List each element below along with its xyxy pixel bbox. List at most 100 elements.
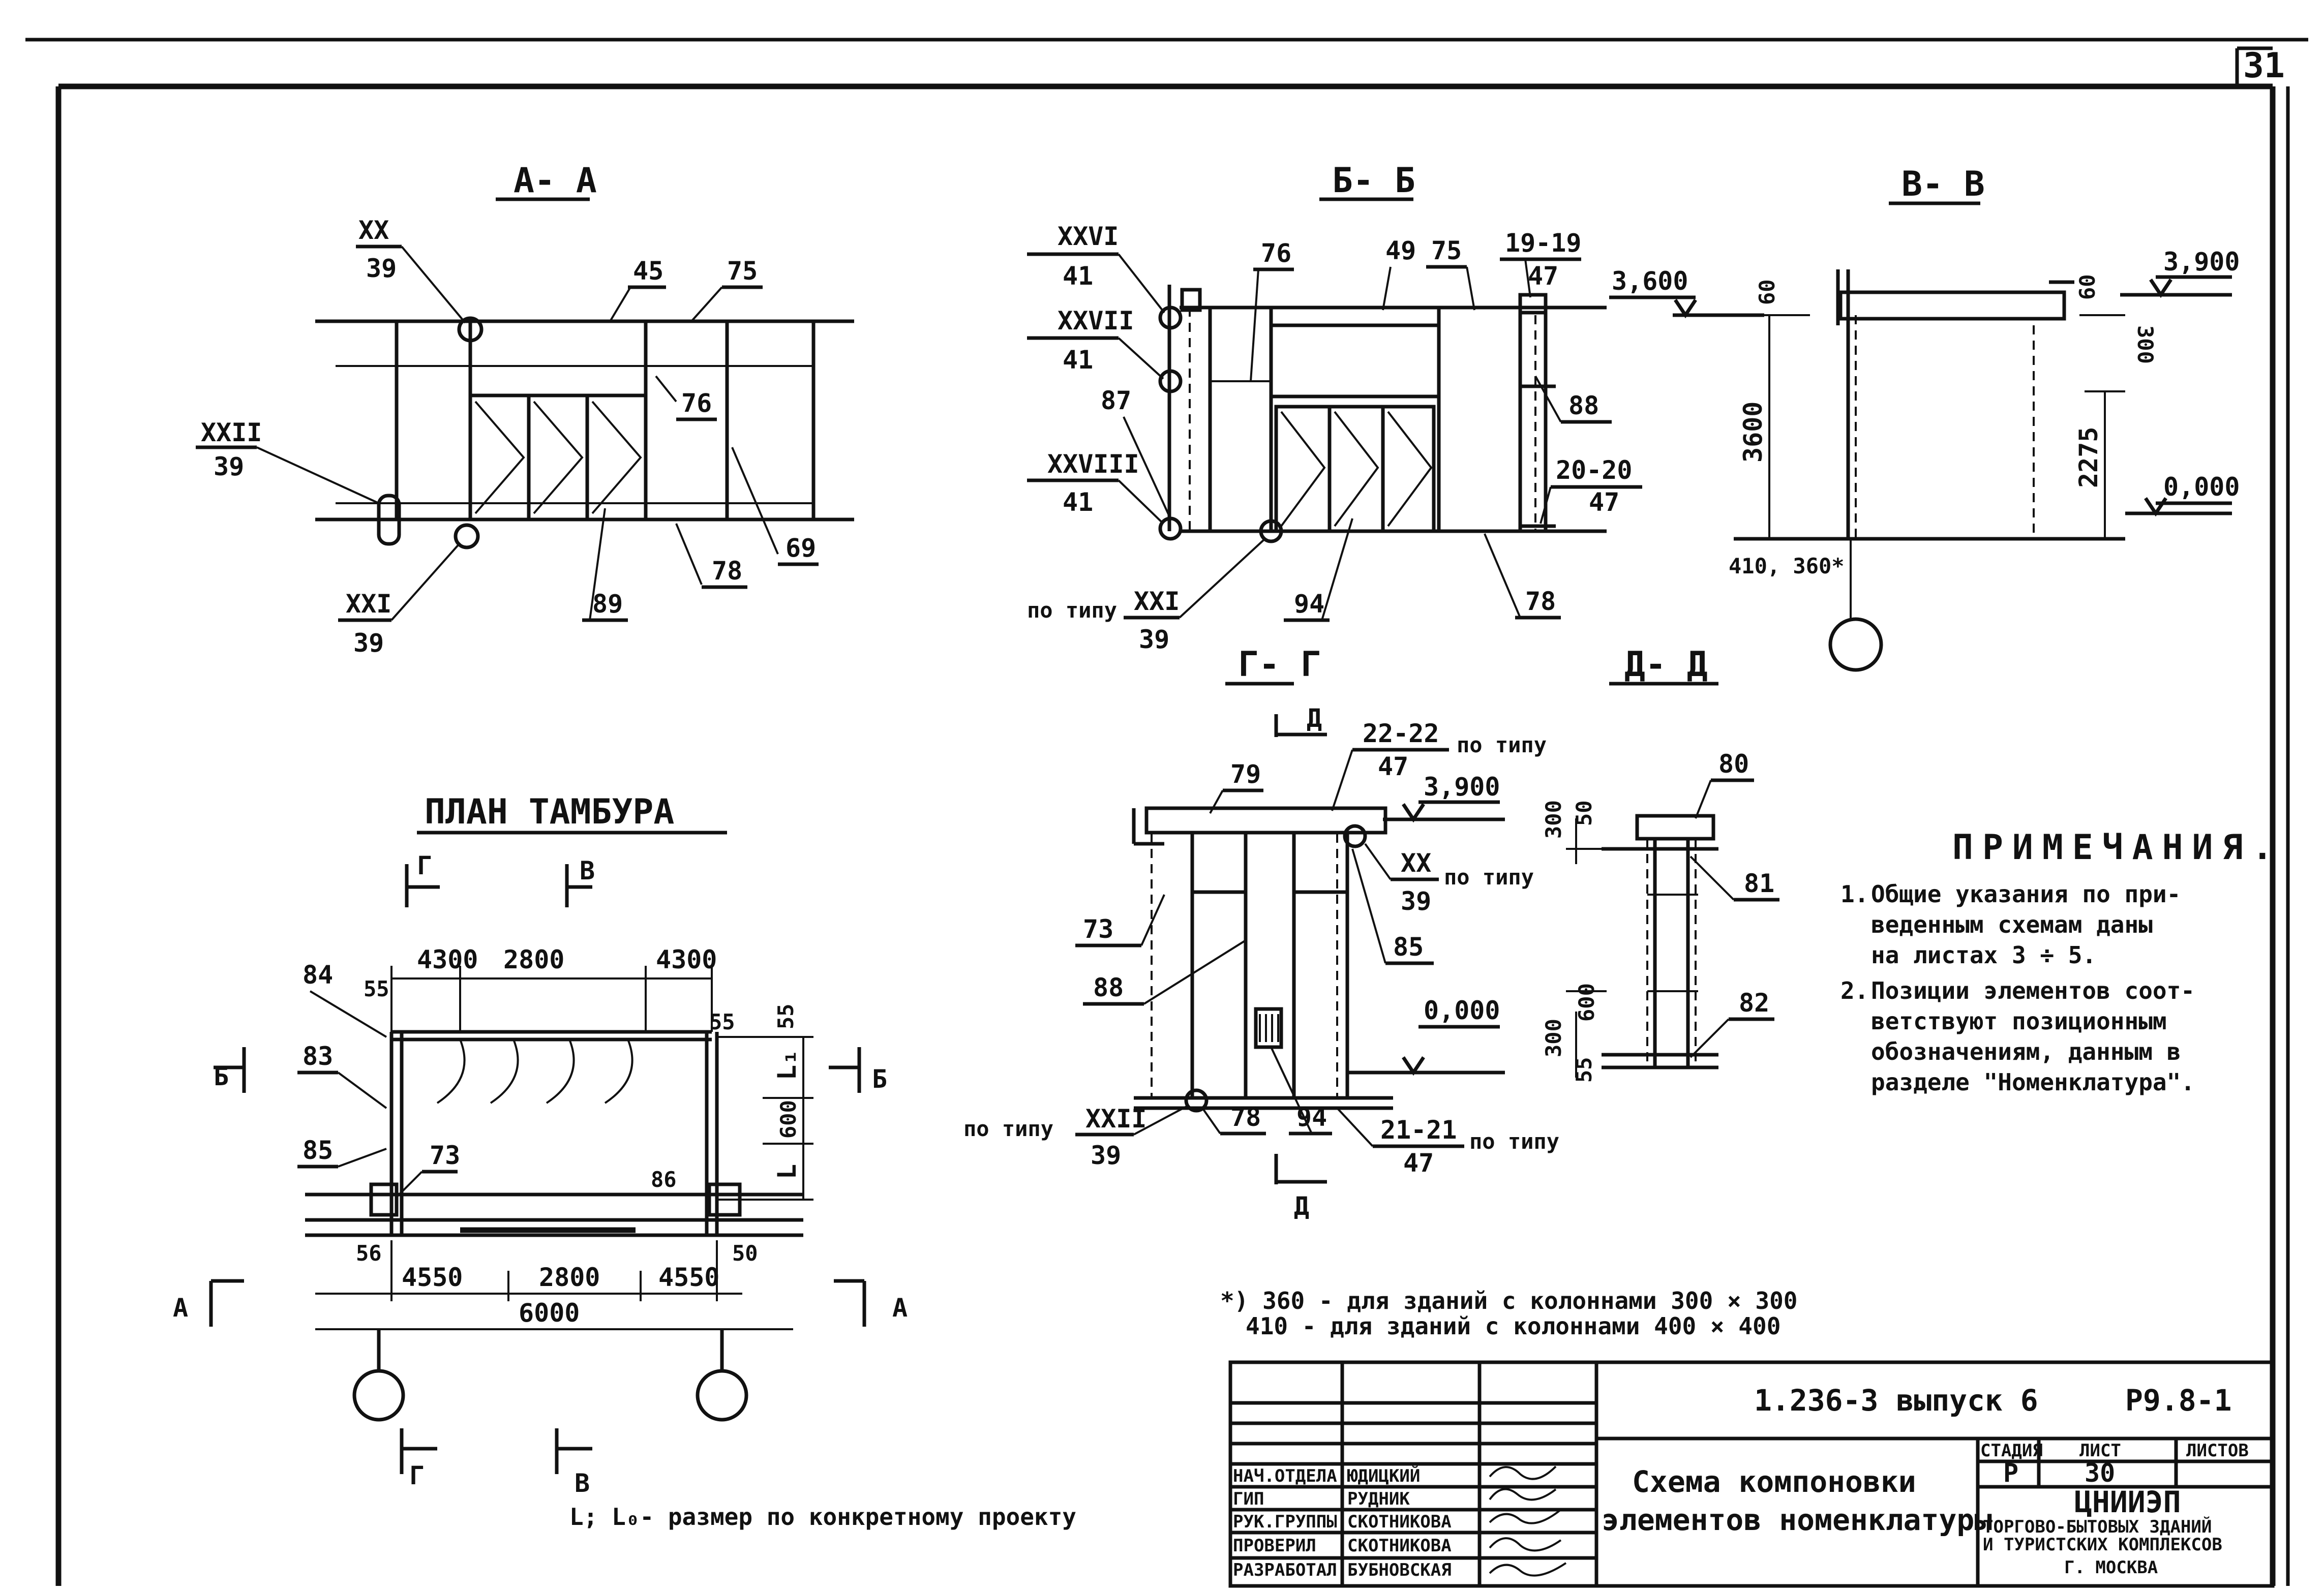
footnote-line-1: *) 360 - для зданий с колоннами 300 × 30… [1220, 1287, 1797, 1314]
stamp-stage: Р [2003, 1458, 2018, 1488]
gg-cut-top: Д [1307, 703, 1322, 733]
section-aa-title: А- А [514, 161, 597, 201]
vv-dim-60-right: 60 [2075, 274, 2100, 300]
stamp-code: 1.236-3 выпуск 6 [1754, 1383, 2038, 1418]
bb-ref-xxvii-sheet: 41 [1063, 345, 1093, 375]
bb-num-94: 94 [1294, 589, 1324, 619]
aa-num-76: 76 [681, 388, 712, 418]
aa-ref-xx-sheet: 39 [366, 254, 397, 283]
section-dd: Д- Д 80 81 82 300 50 600 300 55 [1541, 645, 1779, 1083]
section-gg-title: Г- Г [1238, 645, 1321, 685]
section-dd-title: Д- Д [1624, 645, 1708, 685]
plan-side-55-b: 55 [709, 1009, 735, 1034]
aa-num-89: 89 [592, 589, 623, 619]
plan-side-50: 50 [732, 1241, 758, 1266]
stamp-title-2: элементов номенклатуры [1602, 1503, 1992, 1537]
stamp-role-1: НАЧ.ОТДЕЛА [1233, 1466, 1337, 1486]
gg-num-79: 79 [1230, 759, 1261, 789]
gg-ref-xxii: XXII [1085, 1104, 1146, 1134]
gg-num-73: 73 [1083, 914, 1113, 944]
stamp-col-stage: СТАДИЯ [1980, 1441, 2043, 1461]
note-2-num: 2. [1840, 977, 1868, 1004]
bb-num-19-19: 19-19 [1505, 228, 1582, 258]
stamp-role-5: РАЗРАБОТАЛ [1233, 1560, 1337, 1580]
gg-mark-3900: 3,900 [1424, 772, 1500, 802]
plan-dim-top-mid: 2800 [503, 945, 564, 974]
sheet-frame [25, 38, 2308, 1586]
note-1-line-1: Общие указания по при- [1871, 880, 2181, 908]
vv-offset: 410, 360* [1729, 554, 1845, 578]
stamp-org-2: ТОРГОВО-БЫТОВЫХ ЗДАНИЙ [1983, 1516, 2212, 1537]
plan-dim-top-left: 4300 [417, 945, 478, 974]
plan-cut-g-top: Г [417, 851, 432, 880]
gg-ref-xx: XX [1401, 848, 1431, 878]
vv-mark-3600: 3,600 [1612, 266, 1688, 296]
gg-num-94: 94 [1296, 1103, 1327, 1132]
dd-num-81: 81 [1744, 869, 1774, 898]
stamp-sheet-code: Р9.8-1 [2125, 1383, 2232, 1418]
note-1-line-2: веденным схемам даны [1871, 911, 2153, 938]
plan-cut-a-right: А [892, 1293, 908, 1323]
stamp-name-3: СКОТНИКОВА [1347, 1512, 1452, 1532]
aa-ref-xx: XX [358, 216, 389, 245]
stamp-role-2: ГИП [1233, 1489, 1264, 1509]
aa-num-69: 69 [786, 533, 816, 563]
stamp-name-2: РУДНИК [1347, 1489, 1410, 1509]
stamp-name-5: БУБНОВСКАЯ [1347, 1560, 1452, 1580]
dd-dim-300-bottom: 300 [1541, 1019, 1566, 1057]
bb-ref-xxi: XXI [1134, 587, 1180, 616]
plan-dim-bottom-left: 4550 [402, 1263, 463, 1292]
bb-ref-xxvi-sheet: 41 [1063, 261, 1093, 291]
plan-cut-b-left: Б [214, 1062, 229, 1091]
plan-dim-top-right: 4300 [656, 945, 717, 974]
note-2-line-3: обозначениям, данным в [1871, 1038, 2181, 1065]
plan-num-83: 83 [303, 1042, 333, 1071]
vv-dim-3600: 3600 [1738, 402, 1768, 463]
gg-num-21-21: 21-21 [1380, 1115, 1457, 1145]
stamp-name-1: ЮДИЦКИЙ [1347, 1465, 1420, 1486]
stamp-signatures [1489, 1465, 1567, 1577]
bb-ref-xxviii: XXVIII [1047, 449, 1139, 479]
plan-cut-b-right: Б [872, 1064, 887, 1094]
gg-po-tipu-xxii: по типу [963, 1116, 1053, 1141]
plan-side-600: 600 [776, 1100, 801, 1139]
dd-num-82: 82 [1739, 988, 1769, 1018]
section-vv-title: В- В [1902, 164, 1985, 204]
plan-dim-bottom-mid: 2800 [539, 1263, 600, 1292]
gg-num-78: 78 [1230, 1103, 1261, 1132]
section-gg: Г- Г Д 3,900 0,000 22-22 47 [963, 645, 1559, 1221]
aa-num-75: 75 [727, 256, 758, 286]
vv-mark-0000: 0,000 [2163, 472, 2240, 502]
plan-title: ПЛАН ТАМБУРА [425, 792, 674, 832]
gg-po-tipu-top: по типу [1457, 732, 1547, 757]
section-aa: А- А XX 39 XXII 39 XXI 39 45 [196, 161, 854, 658]
gg-mark-0000: 0,000 [1424, 996, 1500, 1025]
plan-total: 6000 [519, 1298, 580, 1328]
plan-side-55-a: 55 [364, 976, 389, 1001]
vv-mark-3900: 3,900 [2163, 247, 2240, 277]
plan-side-l: L [772, 1164, 802, 1179]
bb-num-75: 75 [1431, 236, 1462, 265]
aa-num-45: 45 [633, 256, 663, 286]
stamp-org-1: ЦНИИЭП [2074, 1485, 2181, 1519]
vv-dim-2275: 2275 [2074, 427, 2103, 488]
plan-tambur: ПЛАН ТАМБУРА Г В 4300 2800 4300 84 [173, 792, 908, 1498]
bb-ref-xxi-sheet: 39 [1139, 625, 1169, 654]
plan-num-85: 85 [303, 1136, 333, 1165]
bb-num-49: 49 [1385, 236, 1416, 265]
notes-block: ПРИМЕЧАНИЯ. 1. Общие указания по при- ве… [1840, 828, 2273, 1096]
bb-num-20-20-sheet: 47 [1589, 487, 1619, 517]
plan-side-56: 56 [356, 1241, 382, 1266]
section-bb: Б- Б XXVI 41 XXVII 41 XXVIII [1027, 161, 1642, 654]
dd-num-80: 80 [1718, 749, 1749, 779]
section-bb-title: Б- Б [1332, 161, 1415, 201]
plan-dim-bottom-right: 4550 [658, 1263, 719, 1292]
aa-ref-xxi-sheet: 39 [353, 628, 384, 658]
note-2-line-4: разделе "Номенклатура". [1871, 1068, 2195, 1096]
bb-num-19-19-sheet: 47 [1528, 261, 1558, 291]
stamp-col-sheet: ЛИСТ [2079, 1441, 2121, 1461]
gg-num-21-21-sheet: 47 [1403, 1148, 1434, 1178]
plan-cut-a-left: А [173, 1293, 188, 1323]
gg-ref-xx-sheet: 39 [1401, 886, 1431, 916]
